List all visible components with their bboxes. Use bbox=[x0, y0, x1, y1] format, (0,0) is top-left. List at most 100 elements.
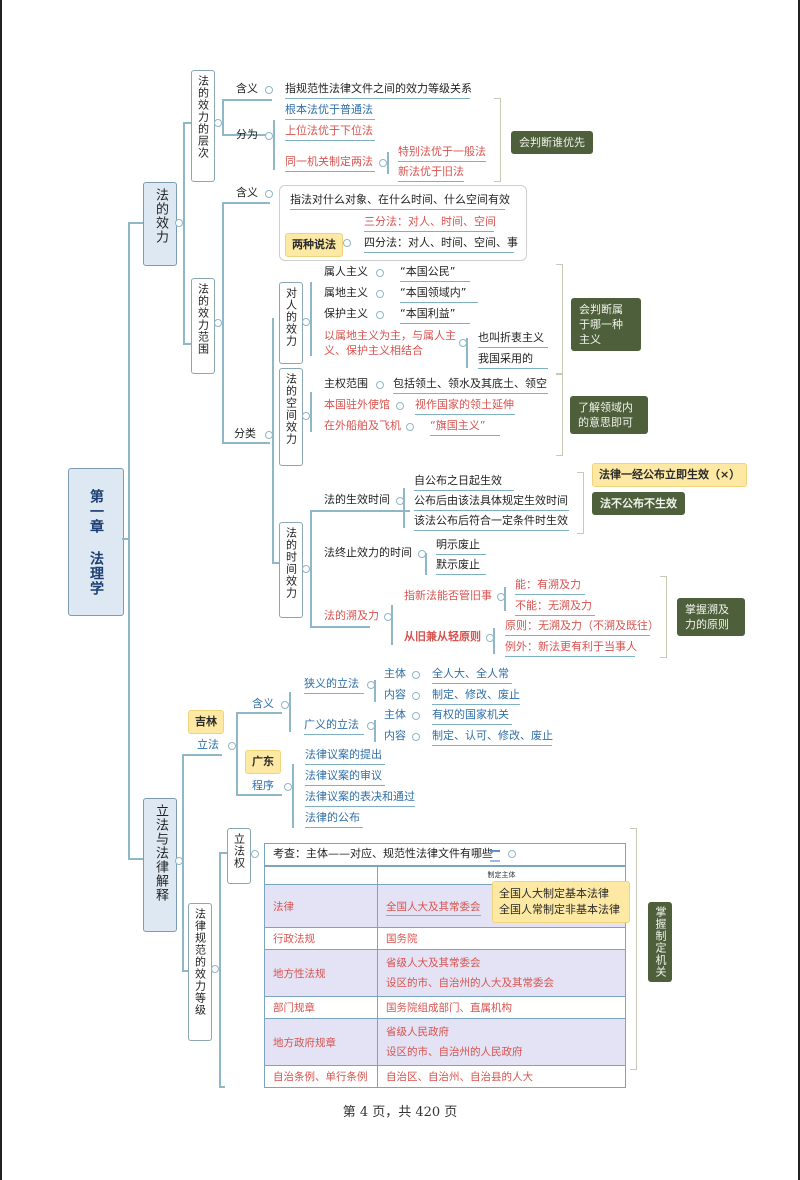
collapse-toggle[interactable] bbox=[508, 850, 516, 858]
collapse-toggle[interactable] bbox=[376, 311, 384, 319]
table-row: 行政法规 国务院 bbox=[264, 927, 626, 950]
sticky-line: 全国人大制定基本法律 bbox=[499, 887, 609, 900]
collapse-toggle[interactable] bbox=[284, 783, 292, 791]
field-label: 主体 bbox=[384, 667, 406, 680]
node-effect-hierarchy[interactable]: 法的效力的层次 bbox=[191, 70, 215, 182]
narrow-legislation-label: 狭义的立法 bbox=[304, 677, 364, 694]
combined-principle: 以属地主义为主，与属人主义、保护主义相结合 bbox=[324, 329, 456, 357]
collapse-toggle[interactable] bbox=[412, 712, 420, 720]
table-row: 部门规章 国务院组成部门、直属机构 bbox=[264, 996, 626, 1019]
collapse-toggle[interactable] bbox=[211, 965, 219, 973]
collapse-toggle[interactable] bbox=[343, 239, 351, 247]
connector bbox=[310, 626, 370, 628]
page-number: 第 4 页，共 420 页 bbox=[342, 1105, 458, 1120]
node-effect-scope[interactable]: 法的效力范围 bbox=[191, 278, 215, 374]
bracket bbox=[630, 828, 637, 1070]
connector bbox=[466, 338, 468, 368]
retro-principle-item: 原则：无溯及力（不溯及既往） bbox=[505, 619, 659, 636]
note-judge-priority: 会判断谁优先 bbox=[511, 131, 593, 154]
collapse-toggle[interactable] bbox=[376, 381, 384, 389]
procedure-label: 程序 bbox=[252, 779, 274, 792]
law-makers-cell: 省级人民政府 设区的市、自治州的人民政府 bbox=[377, 1018, 626, 1066]
node-legislative-power[interactable]: 立法权 bbox=[227, 828, 251, 884]
combined-note: 我国采用的 bbox=[478, 352, 548, 369]
note-text: 掌握制定机关 bbox=[654, 906, 667, 978]
lifa-label: 立法 bbox=[197, 738, 219, 751]
effective-item: 自公布之日起生效 bbox=[414, 474, 514, 491]
collapse-toggle[interactable] bbox=[412, 671, 420, 679]
collapse-toggle[interactable] bbox=[412, 733, 420, 741]
procedure-item: 法律议案的提出 bbox=[305, 748, 385, 765]
node-effect-time[interactable]: 法的时间效力 bbox=[279, 522, 303, 618]
connector bbox=[183, 122, 191, 124]
bracket bbox=[660, 576, 667, 658]
three-part-theory: 三分法：对人、时间、空间 bbox=[364, 215, 496, 232]
collapse-toggle[interactable] bbox=[302, 412, 310, 420]
retro-q-item: 不能：无溯及力 bbox=[515, 599, 595, 616]
collapse-toggle[interactable] bbox=[265, 190, 273, 198]
connector bbox=[222, 202, 224, 442]
collapse-toggle[interactable] bbox=[376, 269, 384, 277]
collapse-toggle[interactable] bbox=[265, 132, 273, 140]
connector bbox=[219, 852, 221, 1086]
law-type: 自治条例、单行条例 bbox=[264, 1065, 378, 1088]
node-legal-effect[interactable]: 法的效力 bbox=[143, 182, 177, 266]
law-type: 地方性法规 bbox=[264, 949, 378, 997]
space-item-name: 本国驻外使馆 bbox=[324, 398, 390, 411]
connector bbox=[289, 692, 291, 732]
collapse-toggle[interactable] bbox=[396, 402, 404, 410]
node-effect-persons[interactable]: 对人的效力 bbox=[279, 282, 303, 364]
collapse-toggle[interactable] bbox=[251, 850, 259, 858]
collapse-toggle[interactable] bbox=[412, 692, 420, 700]
root-node[interactable]: 第一章 法理学 bbox=[68, 468, 124, 616]
collapse-toggle[interactable] bbox=[281, 701, 289, 709]
collapse-toggle[interactable] bbox=[228, 742, 236, 750]
law-maker: 省级人大及其常委会 bbox=[386, 957, 481, 969]
effective-item: 公布后由该法具体规定生效时间 bbox=[414, 494, 569, 511]
principle-value: “本国领域内” bbox=[400, 286, 478, 303]
connector bbox=[273, 120, 275, 170]
notes-icon[interactable] bbox=[490, 850, 500, 862]
effective-item: 该法公布后符合一定条件时生效 bbox=[414, 514, 569, 531]
sticky-two-theories: 两种说法 bbox=[285, 233, 343, 257]
note-text: 了解领域内的意思即可 bbox=[578, 401, 633, 429]
collapse-toggle[interactable] bbox=[214, 319, 222, 327]
field-value: 制定、修改、废止 bbox=[432, 688, 520, 705]
broad-legislation-label: 广义的立法 bbox=[304, 718, 364, 735]
effective-time-label: 法的生效时间 bbox=[324, 493, 390, 506]
collapse-toggle[interactable] bbox=[406, 423, 414, 431]
connector bbox=[493, 628, 495, 654]
collapse-toggle[interactable] bbox=[379, 159, 387, 167]
collapse-toggle[interactable] bbox=[376, 290, 384, 298]
connector bbox=[222, 202, 270, 204]
root-label: 第一章 法理学 bbox=[88, 488, 104, 596]
label-category: 分类 bbox=[234, 427, 256, 440]
retro-label: 法的溯及力 bbox=[324, 609, 379, 622]
node-effect-space[interactable]: 法的空间效力 bbox=[279, 368, 303, 466]
collapse-toggle[interactable] bbox=[265, 86, 273, 94]
collapse-toggle[interactable] bbox=[302, 318, 310, 326]
node-legislation[interactable]: 立法与法律解释 bbox=[143, 798, 177, 932]
node-norm-hierarchy[interactable]: 法律规范的效力等级 bbox=[188, 903, 212, 1041]
principle-name: 属地主义 bbox=[324, 286, 368, 299]
connector bbox=[128, 222, 130, 858]
principle-name: 属人主义 bbox=[324, 265, 368, 278]
law-type: 法律 bbox=[264, 884, 378, 928]
note-understand-territory: 了解领域内的意思即可 bbox=[570, 396, 648, 434]
connector bbox=[122, 538, 128, 540]
table-row: 自治条例、单行条例 自治区、自治州、自治县的人大 bbox=[264, 1065, 626, 1088]
node-label: 法的效力的层次 bbox=[196, 75, 210, 159]
label-types: 分为 bbox=[236, 128, 258, 141]
connector bbox=[183, 122, 185, 343]
collapse-toggle[interactable] bbox=[175, 219, 183, 227]
node-label: 法律规范的效力等级 bbox=[193, 908, 207, 1016]
sticky-npc-law-making: 全国人大制定基本法律 全国人常制定非基本法律 bbox=[492, 881, 630, 923]
principle-value: “本国公民” bbox=[400, 265, 470, 282]
combined-note: 也叫折衷主义 bbox=[478, 331, 548, 348]
exam-text: 考查：主体——对应、规范性法律文件有哪些 bbox=[273, 847, 493, 860]
termination-item: 明示废止 bbox=[436, 538, 486, 555]
collapse-toggle[interactable] bbox=[214, 119, 222, 127]
collapse-toggle[interactable] bbox=[302, 565, 310, 573]
connector bbox=[222, 99, 272, 101]
connector bbox=[292, 764, 294, 828]
